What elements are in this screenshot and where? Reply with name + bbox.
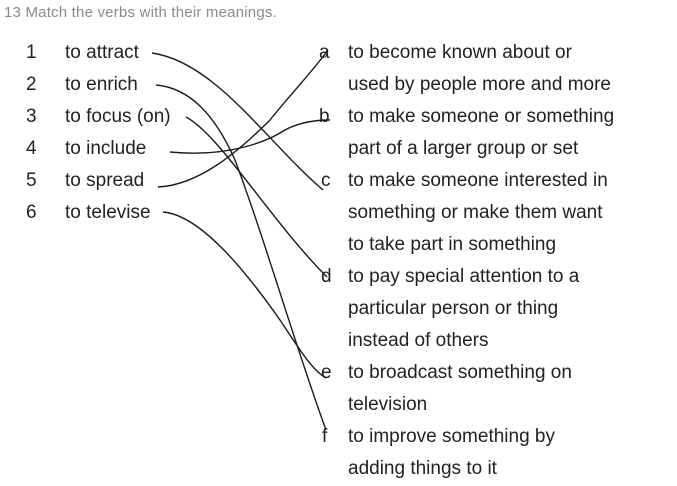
match-line-1-c [151, 52, 324, 191]
definition-letter-a: a [319, 42, 330, 63]
word-number: 4 [26, 138, 37, 159]
definition-d-line-3: instead of others [348, 330, 489, 351]
word-text: to focus (on) [65, 106, 171, 127]
word-text: to spread [65, 170, 145, 191]
match-line-5-a [157, 49, 329, 188]
word-number: 3 [26, 106, 37, 127]
exercise-title: 13 Match the verbs with their meanings. [4, 4, 277, 21]
match-line-6-e [162, 211, 327, 379]
definition-c-line-2: something or make them want [348, 202, 603, 223]
match-line-2-f [155, 84, 327, 431]
definition-e-line-1: to broadcast something on [348, 362, 572, 383]
definition-letter-e: e [321, 362, 332, 383]
definition-b-line-2: part of a larger group or set [348, 138, 579, 159]
definition-letter-f: f [322, 426, 328, 447]
definition-letter-c: c [321, 170, 331, 191]
match-line-4-b [169, 119, 331, 154]
definition-a-line-2: used by people more and more [348, 74, 611, 95]
definition-letter-b: b [319, 106, 330, 127]
definition-c-line-1: to make someone interested in [348, 170, 608, 191]
definition-d-line-2: particular person or thing [348, 298, 559, 319]
definition-f-line-2: adding things to it [348, 458, 497, 479]
definition-letter-d: d [321, 266, 332, 287]
definition-b-line-1: to make someone or something [348, 106, 615, 127]
definition-d-line-1: to pay special attention to a [348, 266, 580, 287]
word-number: 1 [26, 42, 37, 63]
word-text: to include [65, 138, 147, 159]
match-line-3-d [185, 116, 328, 278]
definition-a-line-1: to become known about or [348, 42, 572, 63]
word-text: to televise [65, 202, 151, 223]
word-number: 6 [26, 202, 37, 223]
word-number: 2 [26, 74, 37, 95]
word-text: to attract [65, 42, 139, 63]
word-text: to enrich [65, 74, 138, 95]
definition-f-line-1: to improve something by [348, 426, 555, 447]
definition-c-line-3: to take part in something [348, 234, 557, 255]
definition-e-line-2: television [348, 394, 428, 415]
word-number: 5 [26, 170, 37, 191]
